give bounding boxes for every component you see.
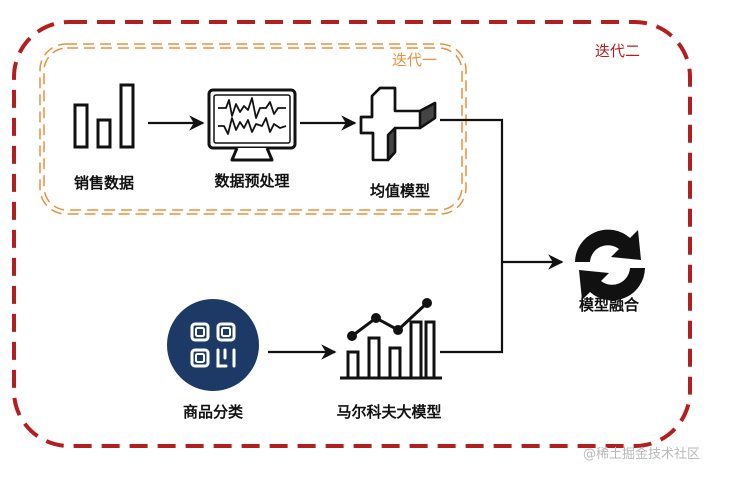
node-product-classification: 商品分类 xyxy=(182,403,244,421)
node-markov-model: 马尔科夫大模型 xyxy=(336,403,442,421)
node-mean-model: 均值模型 xyxy=(369,182,431,200)
iteration-2-frame xyxy=(12,20,692,448)
iteration-1-label: 迭代一 xyxy=(392,51,438,69)
refresh-icon xyxy=(575,229,645,301)
node-preprocessing: 数据预处理 xyxy=(214,172,290,190)
trend-chart-icon xyxy=(340,298,442,380)
node-model-fusion: 模型融合 xyxy=(578,296,640,314)
iteration-2-label: 迭代二 xyxy=(595,42,641,60)
flow-arrows xyxy=(148,115,564,360)
connector-mean-to-junction xyxy=(440,118,504,262)
watermark: @稀土掘金技术社区 xyxy=(583,447,701,462)
bar-chart-icon xyxy=(73,83,135,149)
iteration-1-frame xyxy=(39,43,467,215)
monitor-waveform-icon xyxy=(207,88,297,162)
node-sales-data: 销售数据 xyxy=(73,174,135,192)
plus-icon xyxy=(359,86,437,162)
qr-code-icon xyxy=(167,299,259,391)
connector-markov-to-junction xyxy=(440,262,504,354)
